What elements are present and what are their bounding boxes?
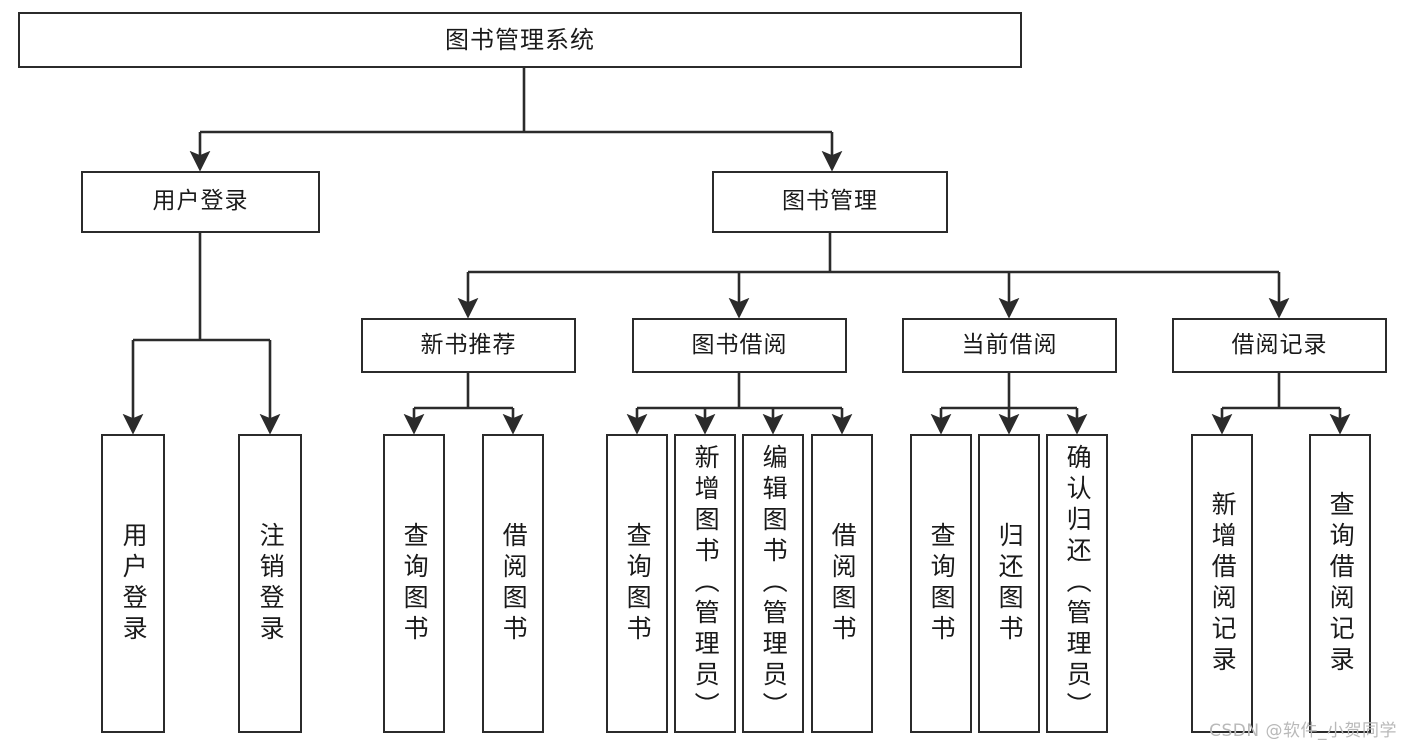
node-book-borrow-label: 图书借阅	[691, 331, 788, 358]
node-leaf-query-book-2-label: 查询图书	[623, 521, 653, 646]
node-current-borrow-label: 当前借阅	[961, 331, 1058, 358]
node-leaf-return-book[interactable]: 归还图书	[978, 434, 1040, 733]
node-new-book-rec-label: 新书推荐	[420, 331, 517, 358]
node-user-login[interactable]: 用户登录	[81, 171, 320, 233]
node-user-login-label: 用户登录	[152, 188, 249, 215]
node-leaf-user-logout-label: 注销登录	[256, 521, 286, 646]
node-leaf-query-record-label: 查询借阅记录	[1326, 490, 1356, 677]
node-leaf-query-book-1[interactable]: 查询图书	[383, 434, 445, 733]
node-leaf-add-record-label: 新增借阅记录	[1208, 490, 1238, 677]
node-new-book-rec[interactable]: 新书推荐	[361, 318, 576, 373]
node-leaf-user-login-label: 用户登录	[119, 521, 149, 646]
node-leaf-add-book-label: 新增图书（管理员）	[691, 444, 721, 723]
node-borrow-record[interactable]: 借阅记录	[1172, 318, 1387, 373]
node-leaf-add-book[interactable]: 新增图书（管理员）	[674, 434, 736, 733]
node-leaf-query-book-2[interactable]: 查询图书	[606, 434, 668, 733]
node-leaf-edit-book-label: 编辑图书（管理员）	[759, 444, 789, 723]
watermark-text: CSDN @软件_小贺同学	[1209, 721, 1397, 741]
node-leaf-confirm-return-label: 确认归还（管理员）	[1063, 444, 1093, 723]
node-leaf-return-book-label: 归还图书	[995, 521, 1025, 646]
node-leaf-borrow-book-1[interactable]: 借阅图书	[482, 434, 544, 733]
node-current-borrow[interactable]: 当前借阅	[902, 318, 1117, 373]
node-book-borrow[interactable]: 图书借阅	[632, 318, 847, 373]
node-leaf-borrow-book-2[interactable]: 借阅图书	[811, 434, 873, 733]
node-leaf-add-record[interactable]: 新增借阅记录	[1191, 434, 1253, 733]
node-book-manage-label: 图书管理	[782, 188, 878, 215]
node-leaf-query-book-3[interactable]: 查询图书	[910, 434, 972, 733]
node-leaf-borrow-book-1-label: 借阅图书	[499, 521, 529, 646]
node-leaf-query-book-3-label: 查询图书	[927, 521, 957, 646]
node-borrow-record-label: 借阅记录	[1231, 331, 1328, 358]
node-root-label: 图书管理系统	[445, 25, 595, 54]
node-leaf-borrow-book-2-label: 借阅图书	[828, 521, 858, 646]
node-leaf-edit-book[interactable]: 编辑图书（管理员）	[742, 434, 804, 733]
node-leaf-confirm-return[interactable]: 确认归还（管理员）	[1046, 434, 1108, 733]
node-leaf-user-login[interactable]: 用户登录	[101, 434, 165, 733]
node-leaf-query-book-1-label: 查询图书	[400, 521, 430, 646]
node-book-manage[interactable]: 图书管理	[712, 171, 948, 233]
node-leaf-query-record[interactable]: 查询借阅记录	[1309, 434, 1371, 733]
node-root[interactable]: 图书管理系统	[18, 12, 1022, 68]
node-leaf-user-logout[interactable]: 注销登录	[238, 434, 302, 733]
